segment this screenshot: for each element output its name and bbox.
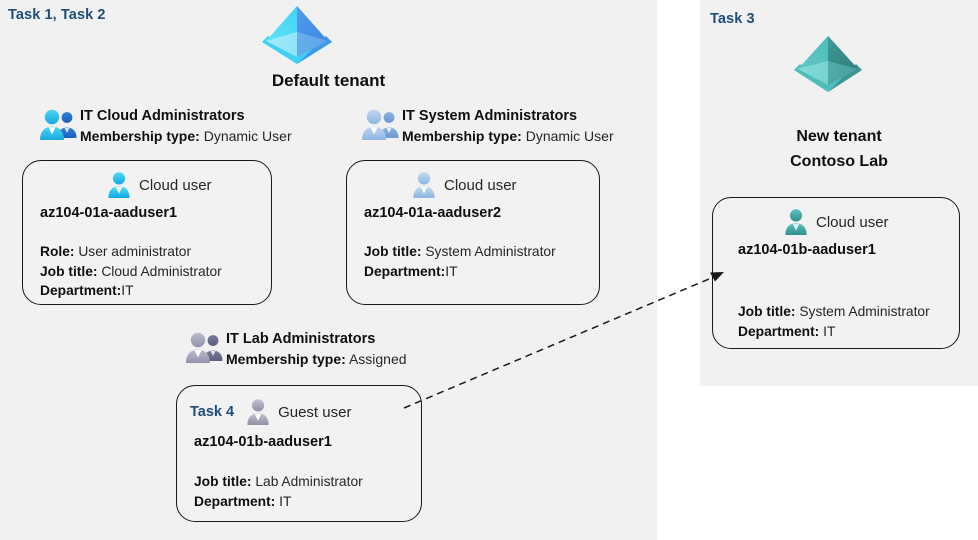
new-tenant-label-line1: New tenant	[796, 128, 882, 145]
attribute-value: System Administrator	[425, 244, 556, 259]
attribute-label: Role:	[40, 244, 75, 259]
default-tenant-label: Default tenant	[271, 71, 386, 90]
user-card-header-aaduser2: Cloud user	[409, 170, 517, 200]
attribute-row: Job title: System Administrator	[738, 302, 930, 322]
attribute-value: IT	[279, 493, 292, 509]
group-heading-system-admins: IT System Administrators Membership type…	[402, 107, 614, 147]
group-heading-cloud-admins: IT Cloud Administrators Membership type:…	[80, 107, 292, 147]
attribute-value: IT	[121, 283, 134, 298]
username-aaduser2: az104-01a-aaduser2	[364, 205, 502, 221]
group-membership-label-system-admins: Membership type:	[402, 128, 522, 144]
group-users-icon-cloud-admins	[38, 107, 80, 143]
attribute-value: IT	[823, 323, 836, 339]
attribute-row: Department: IT	[738, 322, 930, 342]
attribute-row: Department: IT	[194, 492, 363, 512]
username-aaduser1: az104-01a-aaduser1	[40, 205, 178, 221]
group-membership-label-cloud-admins: Membership type:	[80, 128, 200, 144]
user-card-new-tenant-aaduser1[interactable]: Cloud user az104-01b-aaduser1 Job title:…	[712, 197, 960, 349]
attribute-label: Job title:	[194, 474, 252, 489]
attribute-value: System Administrator	[799, 304, 930, 319]
attribute-value: IT	[445, 263, 458, 279]
attribute-value: Lab Administrator	[255, 474, 363, 489]
attribute-row: Role: User administrator	[40, 242, 222, 262]
task-label-4: Task 4	[190, 404, 235, 420]
group-membership-system-admins: Membership type: Dynamic User	[402, 126, 614, 147]
attribute-label: Job title:	[738, 304, 796, 319]
attribute-row: Department:IT	[364, 262, 556, 282]
task-label-3: Task 3	[710, 11, 755, 27]
group-heading-lab-admins: IT Lab Administrators Membership type: A…	[226, 330, 407, 370]
group-users-icon-lab-admins	[184, 330, 226, 366]
attribute-label: Department:	[40, 283, 122, 298]
attribute-label: Job title:	[364, 244, 422, 259]
cloud-user-icon-aaduser2	[409, 170, 439, 200]
user-type-new-tenant-aaduser1: Cloud user	[816, 213, 889, 231]
user-type-aaduser1: Cloud user	[139, 176, 212, 194]
user-card-aaduser1[interactable]: Cloud user az104-01a-aaduser1 Role: User…	[22, 160, 272, 305]
user-attributes-guest-aaduser1: Job title: Lab Administrator Department:…	[194, 472, 363, 511]
group-membership-value-system-admins: Dynamic User	[525, 128, 614, 144]
user-card-aaduser2[interactable]: Cloud user az104-01a-aaduser2 Job title:…	[346, 160, 600, 305]
task-label-1-2: Task 1, Task 2	[8, 7, 106, 23]
user-card-guest-aaduser1[interactable]: Task 4 Guest user az104-01b-aaduser1 Job…	[176, 385, 422, 522]
attribute-row: Job title: Lab Administrator	[194, 472, 363, 492]
new-tenant-label: New tenant Contoso Lab	[700, 124, 978, 174]
attribute-value: Cloud Administrator	[101, 263, 222, 279]
attribute-row: Job title: Cloud Administrator	[40, 262, 222, 282]
new-tenant-label-line2: Contoso Lab	[790, 153, 888, 170]
group-membership-value-lab-admins: Assigned	[348, 351, 407, 367]
user-attributes-new-tenant-aaduser1: Job title: System Administrator Departme…	[738, 302, 930, 341]
cloud-user-icon-new-tenant	[781, 207, 811, 237]
user-type-aaduser2: Cloud user	[444, 176, 517, 194]
username-guest-aaduser1: az104-01b-aaduser1	[194, 434, 332, 450]
cloud-user-icon-aaduser1	[104, 170, 134, 200]
user-card-header-aaduser1: Cloud user	[104, 170, 212, 200]
user-type-guest-aaduser1: Guest user	[278, 403, 352, 421]
attribute-row: Job title: System Administrator	[364, 242, 556, 262]
group-title-lab-admins: IT Lab Administrators	[226, 331, 376, 347]
guest-user-icon	[243, 397, 273, 427]
azure-ad-tenant-icon-default	[258, 2, 336, 68]
group-users-icon-system-admins	[360, 107, 402, 143]
attribute-label: Department:	[738, 323, 820, 339]
attribute-label: Job title:	[40, 263, 98, 279]
user-card-header-new-tenant-aaduser1: Cloud user	[781, 207, 889, 237]
group-membership-value-cloud-admins: Dynamic User	[203, 128, 292, 144]
attribute-label: Department:	[364, 263, 446, 279]
group-title-system-admins: IT System Administrators	[402, 108, 578, 124]
group-title-cloud-admins: IT Cloud Administrators	[80, 108, 245, 124]
azure-ad-tenant-icon-new	[791, 32, 865, 96]
user-card-header-guest-aaduser1: Task 4 Guest user	[190, 397, 351, 427]
group-membership-label-lab-admins: Membership type:	[226, 351, 346, 367]
group-membership-cloud-admins: Membership type: Dynamic User	[80, 126, 292, 147]
attribute-label: Department:	[194, 493, 276, 509]
user-attributes-aaduser2: Job title: System Administrator Departme…	[364, 242, 556, 281]
attribute-row: Department:IT	[40, 281, 222, 301]
username-new-tenant-aaduser1: az104-01b-aaduser1	[738, 242, 876, 258]
group-membership-lab-admins: Membership type: Assigned	[226, 349, 407, 370]
user-attributes-aaduser1: Role: User administrator Job title: Clou…	[40, 242, 222, 301]
attribute-value: User administrator	[78, 244, 192, 259]
